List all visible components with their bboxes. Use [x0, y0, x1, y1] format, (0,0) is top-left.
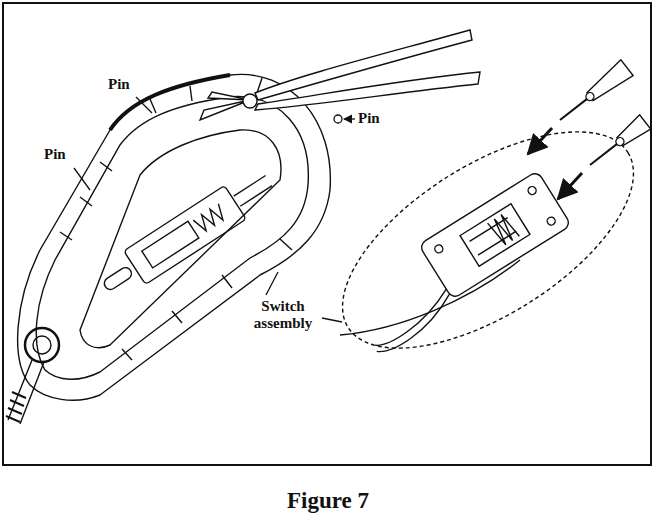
switch-assembly-detail: [308, 60, 656, 391]
part-label: Switch assembly: [246, 298, 320, 331]
pin-label: Pin: [108, 76, 130, 93]
pin-label: Pin: [358, 110, 380, 127]
leader-lines: [74, 97, 355, 322]
frame: [3, 3, 651, 465]
pin-label: Pin: [44, 146, 66, 163]
figure-caption: Figure 7: [0, 488, 656, 514]
pliers: [200, 30, 480, 120]
iron-left: [6, 74, 330, 424]
